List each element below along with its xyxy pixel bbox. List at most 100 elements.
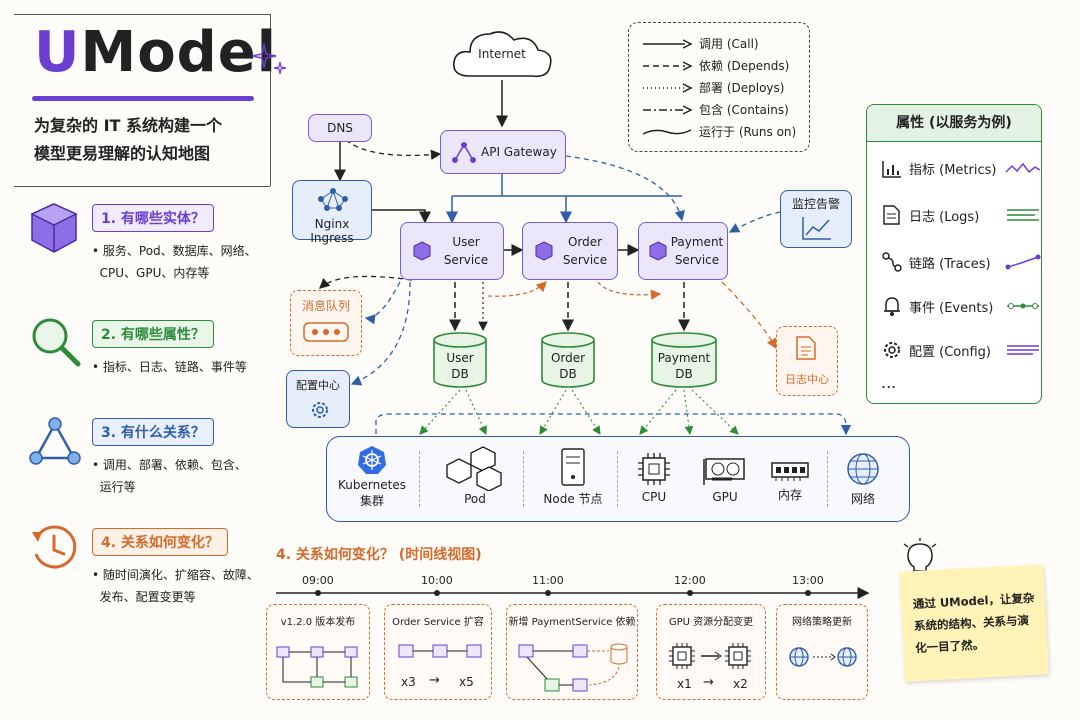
infra-divider xyxy=(827,451,829,507)
legend-depends: 依赖 (Depends) xyxy=(641,57,789,74)
infra-divider xyxy=(617,451,619,507)
question-attributes: 2. 有哪些属性？ xyxy=(92,320,214,348)
question-entities: 1. 有哪些实体？ xyxy=(92,204,214,232)
clock-history-icon xyxy=(32,525,77,569)
frame-top-line xyxy=(14,14,270,15)
sparkle-icon xyxy=(252,43,287,75)
server-icon xyxy=(561,448,585,486)
question-relations: 3. 有什么关系？ xyxy=(92,418,214,446)
memory-ram-icon xyxy=(771,462,809,481)
service-cube-icon xyxy=(649,241,667,261)
pod-entity: Pod xyxy=(437,443,513,506)
cpu-entity: CPU xyxy=(629,451,679,504)
gear-icon xyxy=(312,402,328,418)
wave-line-icon xyxy=(642,128,692,135)
page-title: UModel xyxy=(34,20,277,85)
timeline-card-network-policy: 网络策略更新 xyxy=(776,604,868,700)
node-entity: Node 节点 xyxy=(541,447,605,507)
trace-link-icon xyxy=(882,252,902,272)
attr-more: ... xyxy=(881,373,897,392)
kubernetes-icon xyxy=(358,446,386,474)
subtitle: 为复杂的 IT 系统构建一个 模型更易理解的认知地图 xyxy=(34,116,223,163)
gpu-entity: GPU xyxy=(697,455,753,504)
dashed-arrow-icon xyxy=(643,60,693,71)
legend-runs-on: 运行于 (Runs on) xyxy=(641,123,796,140)
log-center-node: 日志中心 xyxy=(776,326,838,396)
time-label: 12:00 xyxy=(674,574,706,587)
gpu-from: x1 xyxy=(677,677,692,691)
bell-icon xyxy=(884,297,900,316)
summary-text: 通过 UModel，让复杂系统的结构、关系与演化一目了然。 xyxy=(912,590,1035,656)
log-center-label: 日志中心 xyxy=(785,373,829,386)
api-gateway-label: API Gateway xyxy=(481,145,557,159)
document-icon xyxy=(796,336,816,360)
queue-icon xyxy=(303,322,349,342)
timeline-card-new-dependency: 新增 PaymentService 依赖 xyxy=(506,604,638,700)
config-center-label: 配置中心 xyxy=(296,379,340,392)
timeline-card-release: v1.2.0 版本发布 xyxy=(266,604,370,700)
bar-chart-icon xyxy=(882,160,901,178)
mq-label: 消息队列 xyxy=(301,299,350,313)
attr-metrics: 指标 (Metrics) xyxy=(881,159,1041,178)
globe-icon xyxy=(847,453,879,485)
timeline-card-scale-out: Order Service 扩容 x3 → x5 xyxy=(384,604,492,700)
time-label: 10:00 xyxy=(421,574,453,587)
left-divider xyxy=(14,186,270,187)
time-label: 13:00 xyxy=(792,574,824,587)
scale-arrow-icon: → xyxy=(429,673,440,688)
dependency-topology-icon xyxy=(518,643,628,692)
time-label: 11:00 xyxy=(532,574,564,587)
pod-cubes-icon xyxy=(446,446,502,492)
gpu-card-icon xyxy=(703,458,745,485)
order-db-cylinder xyxy=(541,332,595,388)
infra-divider xyxy=(523,451,525,507)
network-triangle-icon xyxy=(29,417,81,465)
config-center-node: 配置中心 xyxy=(286,370,350,428)
cube-icon xyxy=(30,203,78,253)
api-gateway-node: API Gateway xyxy=(440,130,566,174)
question-evolution: 4. 关系如何变化？ xyxy=(92,528,228,556)
internet-label: Internet xyxy=(478,47,526,61)
cpu-chip-icon xyxy=(638,453,670,485)
network-entity: 网络 xyxy=(837,451,889,507)
time-label: 09:00 xyxy=(302,574,334,587)
timeline-title: 4. 关系如何变化？ (时间线视图) xyxy=(276,547,482,563)
memory-entity: 内存 xyxy=(765,459,815,503)
log-file-icon xyxy=(883,205,900,225)
solid-arrow-icon xyxy=(643,38,693,49)
attr-events: 事件 (Events) xyxy=(881,295,1041,317)
metrics-wave-icon xyxy=(1005,162,1041,173)
scale-nodes-icon xyxy=(398,644,482,658)
gpu-arrow-icon: → xyxy=(703,675,714,690)
service-cube-icon xyxy=(413,241,431,261)
nginx-ingress-node: Nginx Ingress xyxy=(292,180,372,245)
monitor-label: 监控告警 xyxy=(791,197,840,211)
question-relations-list: • 调用、部署、依赖、包含、 运行等 xyxy=(92,458,247,494)
network-update-icon xyxy=(789,647,857,667)
config-lines-icon xyxy=(1007,345,1039,355)
internet-cloud xyxy=(453,31,552,78)
attributes-title: 属性 (以服务为例) xyxy=(867,105,1041,142)
title-underline xyxy=(32,96,254,101)
share-graph-icon xyxy=(452,142,476,163)
scale-to: x5 xyxy=(459,675,474,689)
question-entities-list: • 服务、Pod、数据库、网络、 CPU、GPU、内存等 xyxy=(92,244,257,280)
legend-call: 调用 (Call) xyxy=(641,35,759,52)
message-queue-node: 消息队列 xyxy=(290,290,362,356)
log-lines-icon xyxy=(1007,209,1039,221)
legend-box: 调用 (Call) 依赖 (Depends) 部署 (Deploys) 包含 (… xyxy=(628,22,810,152)
magnifier-icon xyxy=(32,318,81,367)
summary-sticky-note: 通过 UModel，让复杂系统的结构、关系与演化一目了然。 xyxy=(899,564,1049,682)
config-gear-icon xyxy=(884,342,900,358)
release-topology-icon xyxy=(276,646,358,688)
